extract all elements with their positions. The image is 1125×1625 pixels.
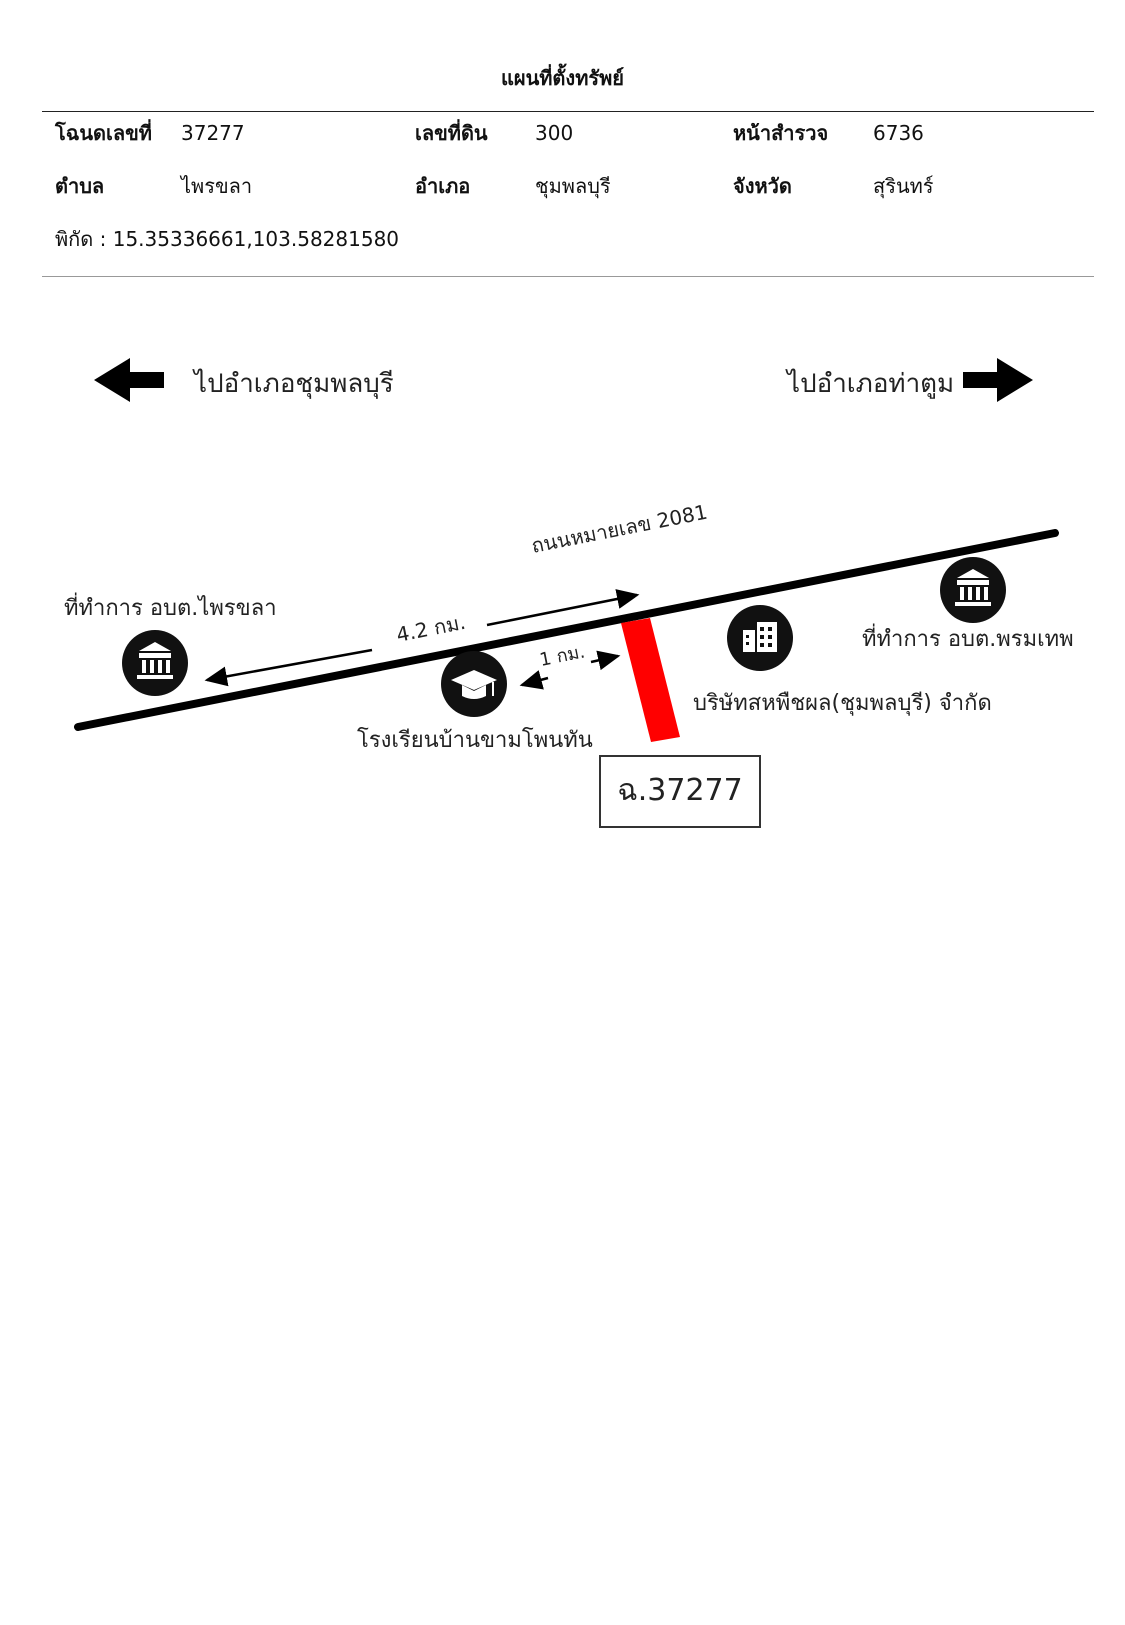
survey-value: 6736 [873,121,924,145]
province-label: จังหวัด [733,174,792,198]
government-building-icon [122,630,188,696]
land-no-label: เลขที่ดิน [415,121,488,145]
distance-school-label: 1 กม. [538,641,587,670]
survey-label: หน้าสำรวจ [733,121,829,145]
office-right-label: ที่ทำการ อบต.พรมเทพ [862,623,1074,652]
parcel-label: ฉ.37277 [617,773,742,808]
arrow-right-icon [963,358,1033,402]
subdistrict-label: ตำบล [55,174,105,198]
parcel-marker [621,618,680,742]
info-divider [42,276,1094,277]
school-label: โรงเรียนบ้านขามโพนทัน [357,727,593,753]
deed-value: 37277 [181,121,245,145]
distance-arrow-right [486,589,640,627]
distance-arrow-left [204,648,373,687]
district-value: ชุมพลบุรี [535,174,611,198]
company-label: บริษัทสหพืชผล(ชุมพลบุรี) จำกัด [693,691,992,716]
location-map: ไปอำเภอชุมพลบุรี ไปอำเภอท่าตูม ถนนหมายเล… [0,300,1125,880]
distance-office-label: 4.2 กม. [394,610,467,647]
direction-right-label: ไปอำเภอท่าตูม [785,368,954,399]
road-name-label: ถนนหมายเลข 2081 [529,500,709,558]
district-label: อำเภอ [415,174,471,198]
road-2081 [74,529,1059,731]
header-divider [42,111,1094,112]
coordinates: พิกัด : 15.35336661,103.58281580 [55,227,400,251]
office-left-label: ที่ทำการ อบต.ไพรขลา [64,592,277,621]
arrow-left-icon [94,358,164,402]
land-no-value: 300 [535,121,574,145]
school-graduation-cap-icon [441,651,507,717]
province-value: สุรินทร์ [873,174,934,198]
deed-label: โฉนดเลขที่ [55,121,152,145]
distance-arrow-school-right [590,650,621,671]
page-title: แผนที่ตั้งทรัพย์ [500,66,625,90]
parcel-label-box [599,755,761,828]
government-building-icon [940,557,1006,623]
distance-arrow-school-left [519,670,549,690]
company-building-icon [727,605,793,671]
subdistrict-value: ไพรขลา [181,174,253,198]
direction-left-label: ไปอำเภอชุมพลบุรี [192,368,394,399]
